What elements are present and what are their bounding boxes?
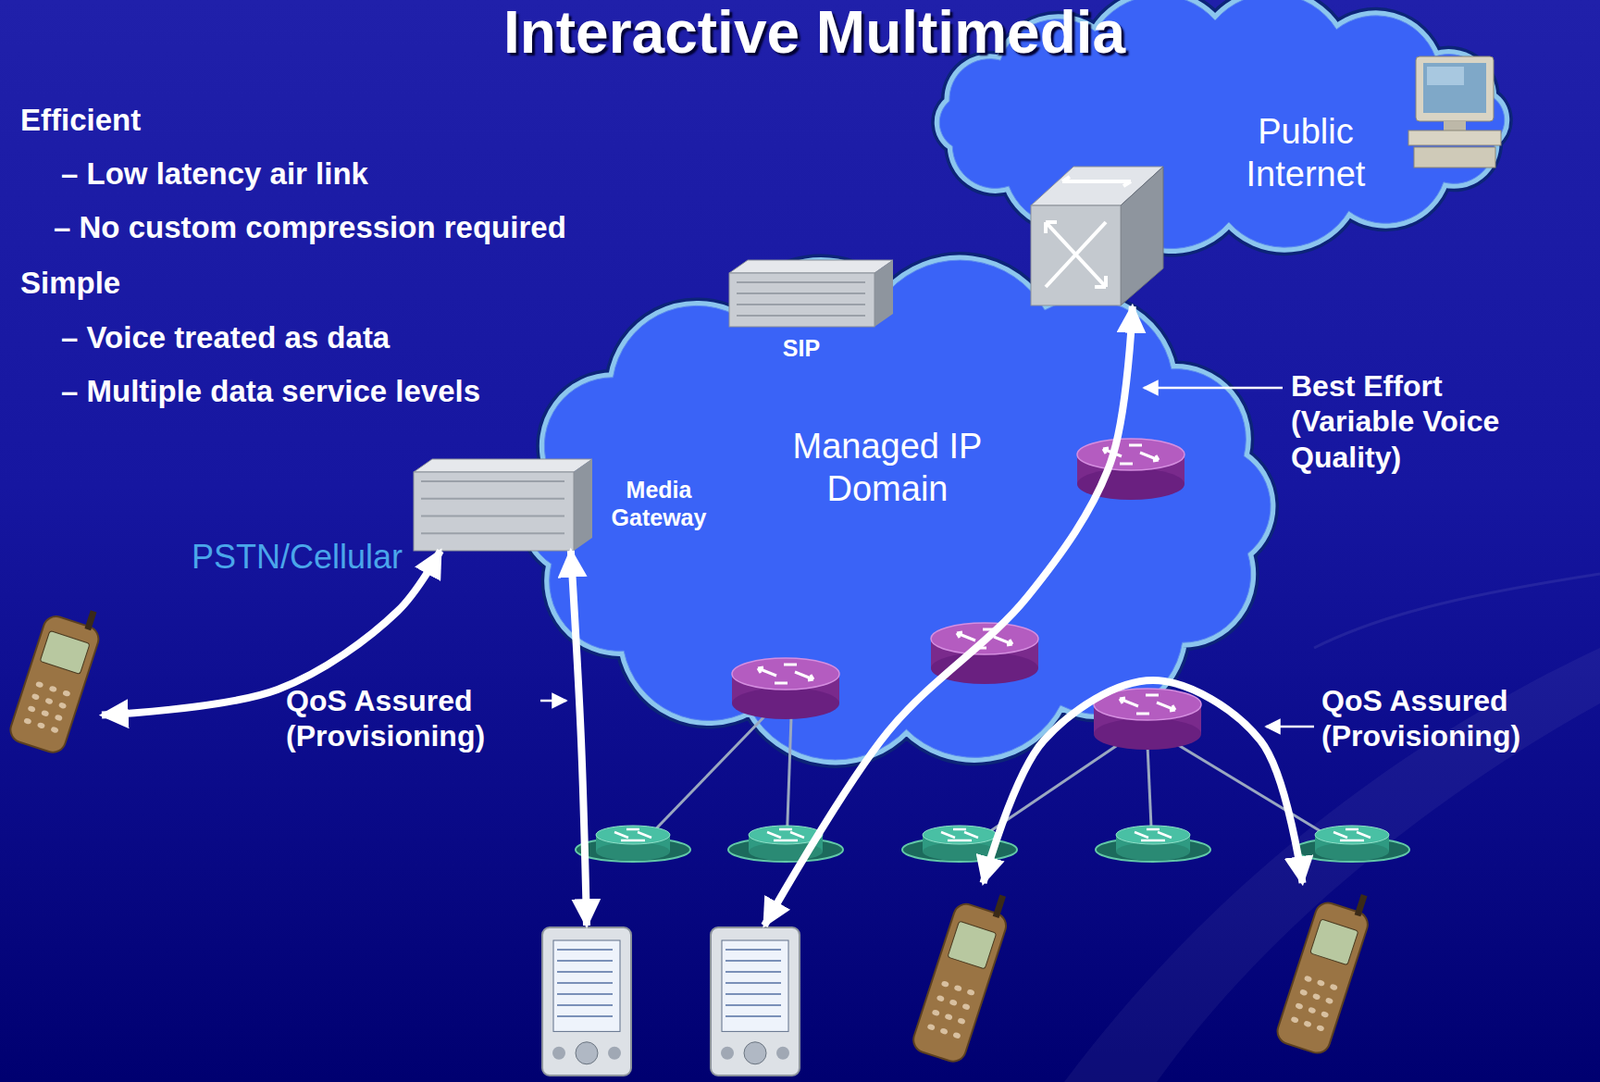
slide-title: Interactive Multimedia [407, 0, 1222, 65]
bullet-text: – Low latency air link [61, 155, 524, 193]
cell-phone-outline [10, 599, 102, 760]
connector-arrow [570, 550, 587, 926]
label-wrap: – Multiple data service levels [61, 372, 580, 410]
background-swoosh [1314, 573, 1600, 648]
bullet-text: Simple [20, 264, 391, 302]
text-wrap: Public Internet [1222, 111, 1390, 196]
node-label: SIP [764, 334, 839, 362]
network-links [638, 712, 1347, 847]
text-wrap: PSTN/Cellular [191, 536, 470, 577]
callout-label: QoS Assured (Provisioning) [285, 682, 536, 755]
node-label: Managed IP Domain [776, 425, 999, 510]
router [1093, 688, 1202, 750]
background-swoosh [1064, 647, 1600, 1082]
router [1077, 438, 1185, 500]
router [731, 657, 840, 720]
node-label: PSTN/Cellular [191, 536, 470, 577]
node-label: Public Internet [1222, 111, 1390, 196]
pda-device-outline [540, 925, 633, 1078]
text-wrap: Managed IP Domain [776, 425, 999, 510]
label-wrap: – No custom compression required [53, 209, 757, 247]
base-station [575, 825, 691, 862]
node-label: Media Gateway [598, 475, 720, 532]
managed-domain-cloud: Managed IP Domain SIP Media Gateway [520, 270, 1276, 750]
base-station [1095, 825, 1211, 862]
media-gateway: Media Gateway [413, 458, 593, 551]
base-station [1294, 825, 1410, 862]
callout-label: QoS Assured (Provisioning) [1321, 682, 1581, 755]
gateway-switch [1030, 166, 1164, 306]
callout-label: Best Effort (Variable Voice Quality) [1290, 368, 1569, 475]
leader-line [540, 387, 1315, 727]
pda-device-outline [708, 925, 802, 1078]
router [930, 622, 1039, 684]
sip-server-outline [729, 260, 894, 327]
label-wrap: Best Effort (Variable Voice Quality) [1290, 368, 1569, 475]
title-wrap: Interactive Multimedia [407, 0, 1222, 65]
bullet-text: – No custom compression required [53, 209, 757, 247]
label-wrap: – Voice treated as data [61, 319, 524, 357]
pda-device [540, 925, 633, 1078]
cell-phone-outline [1280, 882, 1368, 1063]
cell-phone: PSTN/Cellular [10, 599, 102, 760]
cell-phone-outline [917, 882, 1005, 1072]
bullet-text: – Multiple data service levels [61, 372, 580, 410]
base-station [728, 825, 844, 862]
text-wrap: SIP [764, 334, 839, 362]
label-wrap: Simple [20, 264, 391, 302]
bullet-text: – Voice treated as data [61, 319, 524, 357]
base-station [902, 825, 1018, 862]
label-wrap: QoS Assured (Provisioning) [285, 682, 536, 755]
sip-server: SIP [729, 260, 894, 327]
label-wrap: – Low latency air link [61, 155, 524, 193]
bullet-text: Efficient [20, 101, 391, 139]
connector-arrow [983, 680, 1303, 883]
label-wrap: Efficient [20, 101, 391, 139]
media-gateway-outline [413, 458, 593, 551]
pda-device [708, 925, 802, 1078]
label-wrap: QoS Assured (Provisioning) [1321, 682, 1581, 755]
text-wrap: Media Gateway [598, 475, 720, 532]
cell-phone [917, 882, 1005, 1072]
connector-arrow [764, 306, 1133, 926]
cell-phone [1280, 882, 1368, 1063]
